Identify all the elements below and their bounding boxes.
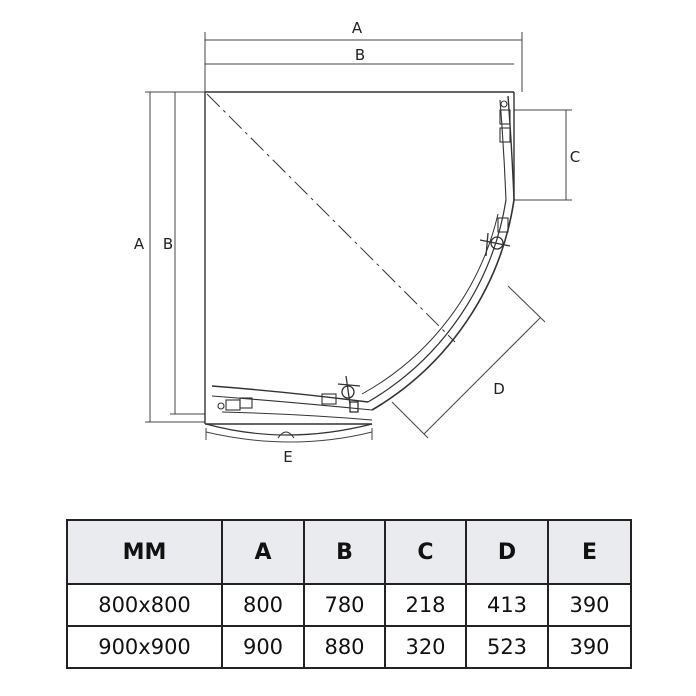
cell-a: 800 [221, 583, 305, 627]
cell-size: 900x900 [66, 625, 223, 669]
label-diagonal: D [493, 380, 505, 398]
cell-size: 800x800 [66, 583, 223, 627]
header-e: E [547, 519, 632, 585]
label-width-inner: B [355, 46, 365, 64]
cell-d: 413 [465, 583, 549, 627]
dim-line-diagonal [423, 317, 541, 435]
cell-e: 390 [547, 625, 632, 669]
dim-arc-tray-edge [205, 431, 373, 443]
label-height-inner: B [163, 235, 173, 253]
label-tray-edge: E [283, 448, 292, 466]
header-b: B [303, 519, 386, 585]
table-row: 800x800 800 780 218 413 390 [66, 583, 632, 627]
cell-c: 218 [384, 583, 467, 627]
header-c: C [384, 519, 467, 585]
table-header-row: MM A B C D E [66, 519, 632, 585]
cell-a: 900 [221, 625, 305, 669]
door-handles [337, 232, 511, 413]
roller-fittings [217, 100, 511, 411]
header-d: D [465, 519, 549, 585]
label-width-outer: A [352, 19, 363, 37]
diagonal-guide [206, 93, 456, 343]
cell-b: 780 [303, 583, 386, 627]
cell-e: 390 [547, 583, 632, 627]
cell-b: 880 [303, 625, 386, 669]
header-a: A [221, 519, 305, 585]
header-mm: MM [66, 519, 223, 585]
label-door-offset: C [570, 148, 580, 166]
cell-c: 320 [384, 625, 467, 669]
label-height-outer: A [134, 235, 145, 253]
table-row: 900x900 900 880 320 523 390 [66, 625, 632, 669]
dimension-table: MM A B C D E 800x800 800 780 218 413 390… [66, 519, 632, 669]
cell-d: 523 [465, 625, 549, 669]
shower-enclosure-diagram: A B A B C D E [134, 19, 580, 466]
